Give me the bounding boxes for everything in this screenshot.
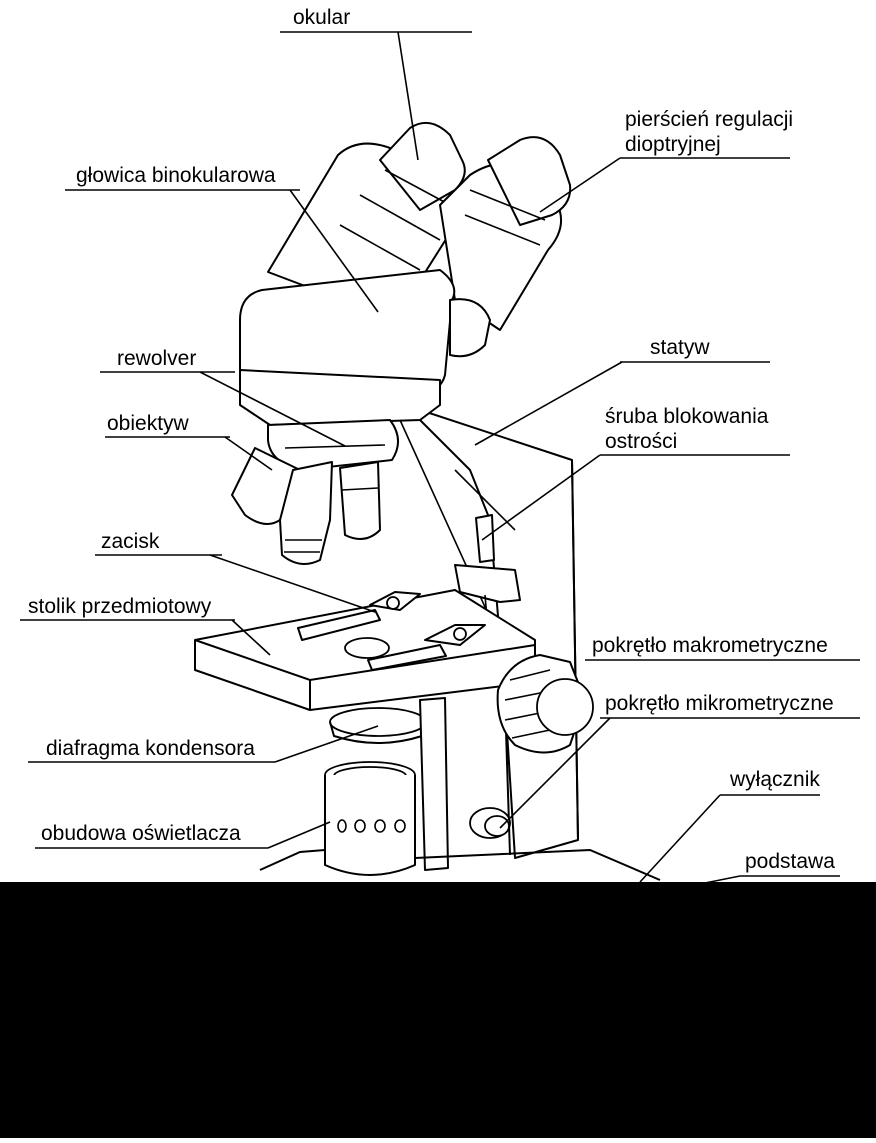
label-okular: okular	[293, 6, 350, 29]
label-pierscien-line2: dioptryjnej	[625, 133, 721, 156]
label-statyw: statyw	[650, 336, 710, 359]
label-glowica: głowica binokularowa	[76, 164, 276, 187]
label-sruba-line1: śruba blokowania	[605, 405, 769, 428]
label-obudowa: obudowa oświetlacza	[41, 822, 241, 845]
label-rewolver: rewolver	[117, 347, 196, 370]
leader-obudowa	[268, 822, 330, 848]
label-pierscien-line1: pierścień regulacji	[625, 108, 793, 131]
label-zacisk: zacisk	[101, 530, 160, 553]
leader-zacisk	[210, 555, 375, 612]
label-makro: pokrętło makrometryczne	[592, 634, 828, 657]
label-sruba-line2: ostrości	[605, 430, 677, 453]
base	[260, 850, 660, 880]
label-mikro: pokrętło mikrometryczne	[605, 692, 834, 715]
label-diafragma: diafragma kondensora	[46, 737, 255, 760]
label-podstawa: podstawa	[745, 850, 835, 873]
leader-diafragma	[275, 726, 378, 762]
label-obiektyw: obiektyw	[107, 412, 190, 435]
illuminator-housing	[325, 762, 415, 875]
black-band	[0, 882, 876, 1138]
label-wylacznik: wyłącznik	[729, 768, 820, 791]
leader-statyw	[475, 362, 622, 445]
label-stolik: stolik przedmiotowy	[28, 595, 212, 618]
microscope-drawing	[195, 123, 660, 880]
leader-wylacznik	[640, 795, 720, 882]
